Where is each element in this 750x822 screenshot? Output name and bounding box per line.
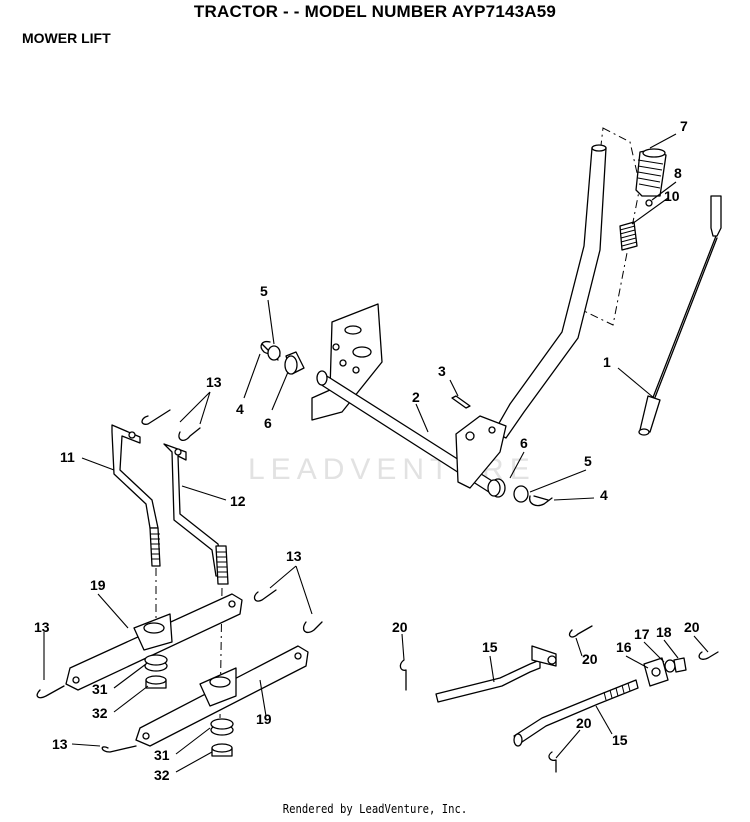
callout-15-upper: 15	[482, 639, 498, 655]
handle-grip-part	[635, 148, 667, 197]
adjust-rod-upper	[435, 645, 557, 703]
callout-4-right: 4	[600, 487, 608, 503]
pivot-bracket	[455, 415, 507, 489]
callout-6-right: 6	[520, 435, 528, 451]
nut-32-lower	[211, 743, 233, 757]
right-washer	[513, 485, 529, 503]
callout-13-top: 13	[206, 374, 222, 390]
callout-11: 11	[60, 449, 75, 465]
footer-credit: Rendered by LeadVenture, Inc.	[282, 802, 468, 816]
callout-31-upper: 31	[92, 681, 108, 697]
callout-20-middle: 20	[582, 651, 598, 667]
callout-20-left: 20	[392, 619, 408, 635]
trunnion-16	[643, 657, 669, 687]
callout-32-lower: 32	[154, 767, 170, 783]
adjust-rod-lower	[513, 679, 639, 747]
callout-17: 17	[634, 626, 650, 642]
hairpin-clip-13-top	[141, 409, 201, 441]
callout-16: 16	[616, 639, 632, 655]
callout-18: 18	[656, 624, 672, 640]
callout-5-left: 5	[260, 283, 268, 299]
callout-13-bottom: 13	[52, 736, 68, 752]
callout-31-lower: 31	[154, 747, 170, 763]
left-bushing	[284, 351, 305, 375]
callout-32-upper: 32	[92, 705, 108, 721]
lift-arm-lower	[135, 645, 309, 747]
leader-lines	[43, 133, 709, 773]
hairpin-clip-13-set	[36, 589, 323, 753]
spring-part	[619, 221, 638, 251]
callout-4-left: 4	[236, 401, 244, 417]
right-bushing	[487, 478, 506, 498]
left-washer	[267, 345, 281, 361]
callout-5-right: 5	[584, 453, 592, 469]
callout-2: 2	[412, 389, 420, 405]
button-part	[645, 199, 653, 207]
section-subtitle: MOWER LIFT	[22, 30, 111, 46]
lift-link-left	[111, 424, 161, 567]
callout-19-upper: 19	[90, 577, 106, 593]
spacer-31-lower	[210, 718, 234, 736]
nut-32-upper	[145, 675, 167, 689]
lift-arm-upper	[65, 593, 243, 691]
spacer-31-upper	[144, 654, 168, 672]
callout-13-right: 13	[286, 548, 302, 564]
hairpin-clip-20-set	[399, 625, 719, 773]
mounting-bracket-plate	[311, 303, 383, 421]
callout-8: 8	[674, 165, 682, 181]
callout-7: 7	[680, 118, 688, 134]
callout-3: 3	[438, 363, 446, 379]
lift-handle-lever	[493, 144, 607, 439]
page-title: TRACTOR - - MODEL NUMBER AYP7143A59	[193, 2, 557, 21]
pin-part	[451, 395, 471, 409]
lift-link-right	[163, 443, 229, 585]
nut-18	[673, 657, 687, 673]
callout-20-right: 20	[684, 619, 700, 635]
callout-1: 1	[603, 354, 611, 370]
washer-17	[664, 659, 676, 673]
callout-15-lower: 15	[612, 732, 628, 748]
callout-13-left: 13	[34, 619, 50, 635]
lift-rod-part	[638, 195, 722, 436]
callout-12: 12	[230, 493, 246, 509]
callout-6-left: 6	[264, 415, 272, 431]
callout-19-lower: 19	[256, 711, 272, 727]
callout-labels: 7 8 10 1 3 2 5 4 6 6 5 4 13 11 12 13 19 …	[34, 118, 700, 783]
callout-20-bottom: 20	[576, 715, 592, 731]
right-hairpin-clip	[529, 495, 553, 507]
callout-10: 10	[664, 188, 680, 204]
